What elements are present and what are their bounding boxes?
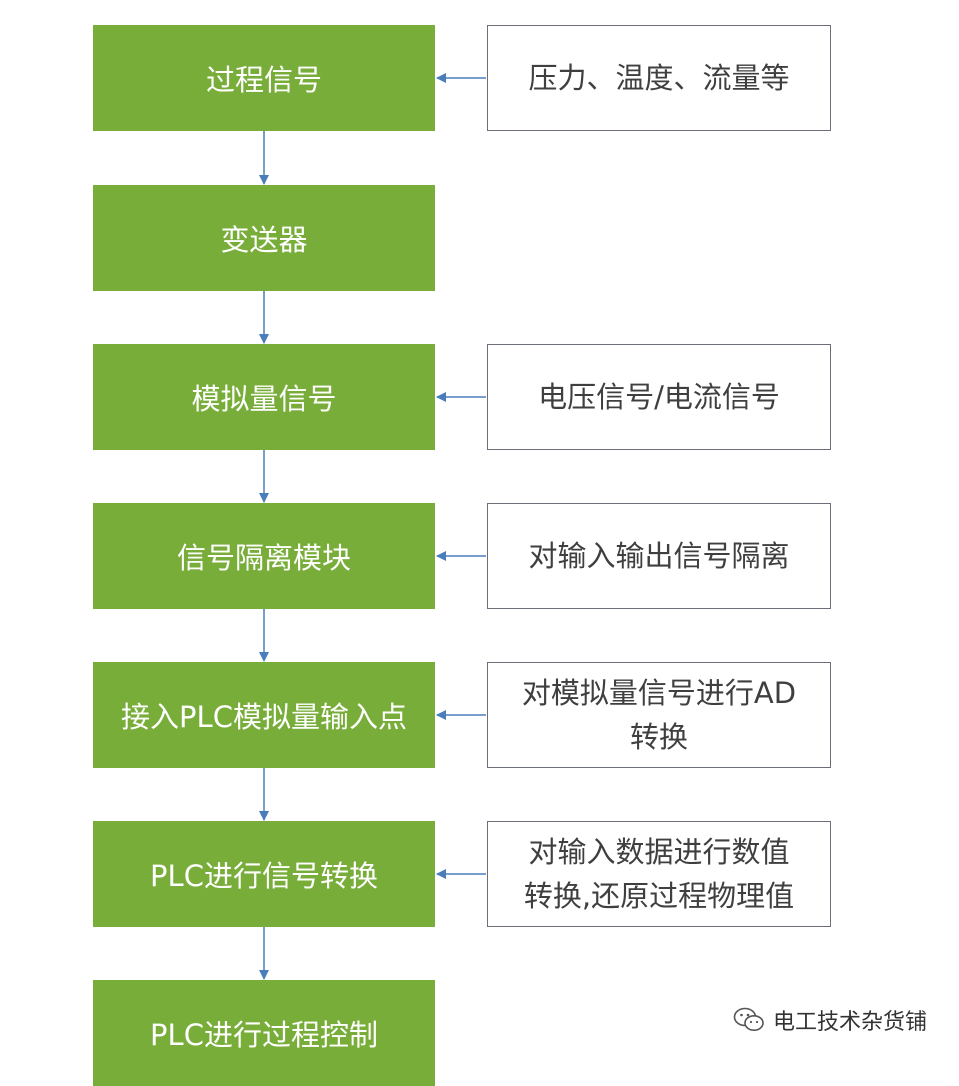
note-ad-conversion-line2: 转换 (629, 720, 688, 754)
flowchart: 过程信号 变送器 模拟量信号 信号隔离模块 接入PLC模拟量输入点 PLC进行信… (93, 25, 927, 1086)
step-transmitter-label: 变送器 (220, 223, 308, 257)
step-transmitter: 变送器 (93, 185, 435, 291)
connector-arrows (259, 73, 486, 980)
step-process-signal-label: 过程信号 (205, 63, 322, 97)
note-io-isolation: 对输入输出信号隔离 (487, 503, 831, 609)
step-analog-signal: 模拟量信号 (93, 344, 435, 450)
watermark-text: 电工技术杂货铺 (773, 1010, 928, 1035)
note-ad-conversion-line1: 对模拟量信号进行AD (521, 676, 797, 710)
step-plc-analog-input-label: 接入PLC模拟量输入点 (121, 700, 407, 734)
note-numeric-conversion-line2: 转换,还原过程物理值 (523, 879, 795, 913)
step-isolation-module-label: 信号隔离模块 (176, 541, 351, 575)
step-plc-conversion: PLC进行信号转换 (93, 821, 435, 927)
note-process-variables-label: 压力、温度、流量等 (528, 61, 790, 95)
note-ad-conversion: 对模拟量信号进行AD 转换 (487, 662, 831, 768)
step-isolation-module: 信号隔离模块 (93, 503, 435, 609)
watermark: 电工技术杂货铺 (733, 1003, 927, 1037)
note-voltage-current: 电压信号/电流信号 (487, 344, 831, 450)
step-plc-analog-input: 接入PLC模拟量输入点 (93, 662, 435, 768)
note-numeric-conversion: 对输入数据进行数值 转换,还原过程物理值 (487, 821, 831, 927)
note-voltage-current-label: 电压信号/电流信号 (538, 380, 780, 414)
note-numeric-conversion-line1: 对输入数据进行数值 (528, 835, 790, 869)
note-io-isolation-label: 对输入输出信号隔离 (528, 539, 790, 573)
step-plc-process-control-label: PLC进行过程控制 (150, 1018, 378, 1052)
step-plc-conversion-label: PLC进行信号转换 (150, 859, 378, 893)
step-analog-signal-label: 模拟量信号 (191, 382, 337, 416)
wechat-icon (733, 1007, 764, 1031)
note-process-variables: 压力、温度、流量等 (487, 25, 831, 131)
step-process-signal: 过程信号 (93, 25, 435, 131)
